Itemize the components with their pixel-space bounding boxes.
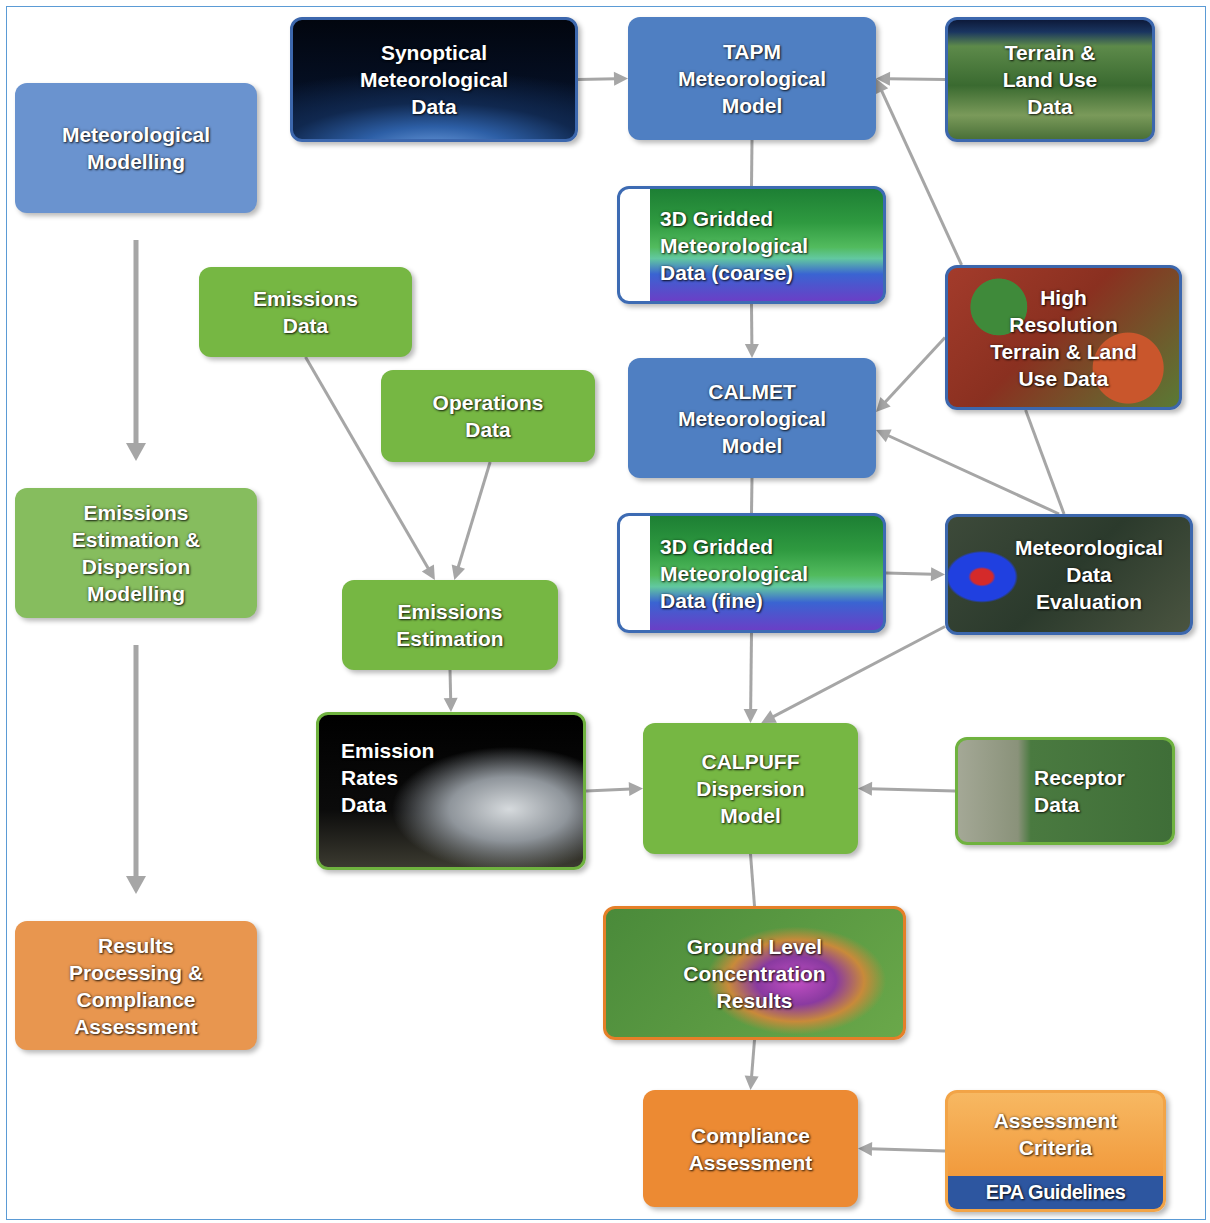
connector-line [134,240,139,445]
guideline-band: EPA Guidelines [948,1176,1163,1209]
process-box: Compliance Assessment [643,1090,858,1207]
stage-box: Meteorological Modelling [15,83,257,213]
connector-line [1026,410,1064,514]
gridded-data-box: 3D Gridded Meteorological Data (coarse) [617,186,886,304]
connector [744,633,758,723]
connector-line [750,140,754,186]
arrowhead [744,709,758,723]
arrowhead [629,782,643,796]
model-box: CALPUFF Dispersion Model [643,723,858,854]
node-label: Receptor Data [1034,764,1154,818]
connector [751,140,753,186]
data-image-box: Receptor Data [955,737,1175,845]
result-image-box: Ground Level Concentration Results [603,906,906,1040]
connector [858,1142,945,1156]
node-label: Meteorological Data Evaluation [1012,534,1167,615]
connector-line [750,478,754,513]
connector [126,645,146,894]
connector-line [586,789,631,791]
node-label: Compliance Assessment [671,1122,831,1176]
node-label: High Resolution Terrain & Land Use Data [986,284,1141,392]
arrowhead [745,344,759,358]
connector [751,854,755,906]
connector-line [578,77,616,81]
connector-line [751,1040,754,1078]
arrowhead [422,564,435,580]
connector [751,478,753,513]
connector [745,304,759,358]
data-box: Operations Data [381,370,595,462]
gridded-data-box: 3D Gridded Meteorological Data (fine) [617,513,886,633]
connector-line [886,573,933,574]
node-label: CALPUFF Dispersion Model [671,748,831,829]
node-label: Emissions Estimation & Dispersion Modell… [51,499,221,607]
node-label: Emissions Estimation [375,598,525,652]
connector-line [750,304,753,346]
connector-line [449,670,453,700]
node-label: Emission Rates Data [341,737,441,818]
data-image-box: Terrain & Land Use Data [945,17,1155,142]
data-image-box: Meteorological Data Evaluation [945,514,1193,635]
arrowhead [614,72,628,86]
connector-line [888,77,945,81]
connector [578,72,628,86]
arrowhead [858,1142,872,1156]
connector [745,1040,759,1090]
data-box: Emissions Data [199,267,412,357]
connector [586,782,643,796]
connector-line [870,789,955,791]
connector-line [749,633,753,711]
connector [761,627,945,723]
connector [876,72,945,86]
connector [876,429,1059,514]
data-image-box: High Resolution Terrain & Land Use Data [945,265,1182,410]
connector [1026,410,1064,514]
connector-line [134,645,139,878]
connector [452,462,490,580]
data-image-box: Synoptical Meteorological Data [290,17,578,142]
node-label: Terrain & Land Use Data [980,39,1120,120]
arrowhead [858,782,872,796]
node-label: 3D Gridded Meteorological Data (coarse) [660,205,850,286]
node-label: CALMET Meteorological Model [667,378,837,459]
connector [858,782,955,796]
node-label: Assessment Criteria [961,1107,1151,1161]
model-box: TAPM Meteorological Model [628,17,876,140]
arrowhead [876,397,891,412]
data-image-box: Emission Rates Data [316,712,586,870]
node-label: Ground Level Concentration Results [665,933,845,1014]
node-label: Operations Data [423,389,553,443]
arrowhead [444,698,458,712]
connector-line [772,627,945,718]
arrowhead [931,567,945,581]
connector-line [458,462,490,569]
connector [444,670,458,712]
stage-box: Emissions Estimation & Dispersion Modell… [15,488,257,618]
process-box: Emissions Estimation [342,580,558,670]
connector-line [884,338,945,404]
arrowhead [761,710,777,723]
connector [886,567,945,581]
criteria-box: Assessment CriteriaEPA Guidelines [945,1090,1166,1212]
node-label: Emissions Data [246,285,366,339]
node-label: TAPM Meteorological Model [667,38,837,119]
connector-line [887,435,1059,514]
connector-line [751,854,755,906]
arrowhead [876,429,892,442]
connector [126,240,146,461]
node-label: Results Processing & Compliance Assessme… [51,932,221,1040]
model-box: CALMET Meteorological Model [628,358,876,478]
connector [876,338,945,413]
stage-box: Results Processing & Compliance Assessme… [15,921,257,1050]
arrowhead [452,565,465,580]
node-label: 3D Gridded Meteorological Data (fine) [660,533,850,614]
node-label: Synoptical Meteorological Data [349,39,519,120]
connector-line [870,1149,945,1151]
arrowhead [745,1075,759,1090]
arrowhead [126,876,146,894]
node-label: Meteorological Modelling [51,121,221,175]
arrowhead [875,79,888,95]
arrowhead [126,443,146,461]
